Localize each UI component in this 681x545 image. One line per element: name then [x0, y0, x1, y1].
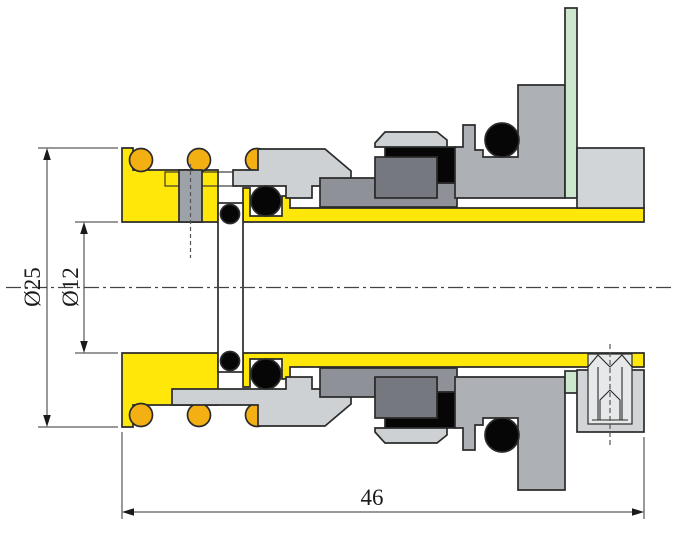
retainer-plate-top: [374, 131, 448, 148]
spring-section: [128, 402, 154, 428]
gland-set-screw-section: [587, 344, 633, 448]
dimension-overall-length: 46: [121, 432, 645, 519]
shaft-sleeve-bottom: [242, 352, 645, 388]
dim-label-overall-length: 46: [361, 485, 384, 510]
sleeve-o-ring-bottom: [250, 358, 282, 390]
seal-face-ring-bottom: [374, 376, 438, 419]
dimension-outer-diameter: Ø25: [20, 147, 118, 428]
seal-face-ring-top: [374, 156, 438, 199]
pin-o-ring-top: [219, 203, 241, 225]
shaft-sleeve-top: [242, 187, 645, 223]
mount-block-top: [576, 147, 645, 209]
stationary-seat-bottom: [564, 370, 579, 394]
retainer-plate-bottom: [374, 427, 448, 444]
gland-o-ring-top: [484, 122, 520, 158]
spring-section: [186, 147, 212, 173]
spring-section: [186, 402, 212, 428]
pin-o-ring-bottom: [219, 350, 241, 372]
dimension-bore-diameter: Ø12: [58, 221, 118, 354]
spring-section: [128, 147, 154, 173]
dim-label-outer-diameter: Ø25: [20, 267, 45, 307]
gland-bottom: [454, 376, 566, 491]
gland-o-ring-bottom: [484, 417, 520, 453]
stationary-seat-top: [564, 7, 578, 199]
dim-label-bore-diameter: Ø12: [58, 267, 83, 307]
sleeve-o-ring-top: [250, 185, 282, 217]
